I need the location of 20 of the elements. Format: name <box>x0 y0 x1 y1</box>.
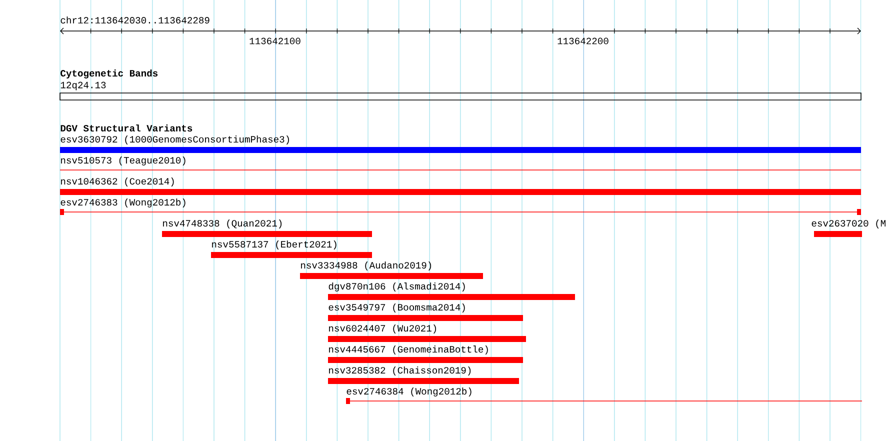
variant-label: nsv3334988 (Audano2019) <box>301 262 432 270</box>
track-heading: Cytogenetic Bands <box>60 70 158 78</box>
variant-label: nsv3285382 (Chaisson2019) <box>329 366 471 376</box>
variant-label: dgv870n106 (Alsmadi2014) <box>328 282 465 292</box>
track-heading: DGV Structural Variants <box>60 124 192 132</box>
variant-label: esv2637020 (M <box>812 220 886 228</box>
tick-label: 113642100 <box>250 38 300 44</box>
variant-label: nsv1046362 (Coe2014) <box>61 178 174 186</box>
variant-label: nsv510573 (Teague2010) <box>61 156 186 166</box>
coordinate-label: chr12:113642030..113642289 <box>60 16 210 24</box>
variant-label: nsv5587137 (Ebert2021) <box>212 240 336 250</box>
variant-label: esv3549797 (Boomsma2014) <box>328 304 465 312</box>
variant-label: esv3630792 (1000GenomesConsortiumPhase3) <box>60 136 289 144</box>
tick-label: 113642200 <box>558 38 608 44</box>
variant-label: nsv4748338 (Quan2021) <box>163 220 282 228</box>
variant-label: nsv4445667 (GenomeinaBottle) <box>329 346 488 354</box>
variant-label: esv2746384 (Wong2012b) <box>346 388 472 396</box>
variant-label: 12q24.13 <box>60 82 106 90</box>
variant-label: nsv6024407 (Wu2021) <box>329 324 436 334</box>
variant-label: esv2746383 (Wong2012b) <box>60 198 186 208</box>
